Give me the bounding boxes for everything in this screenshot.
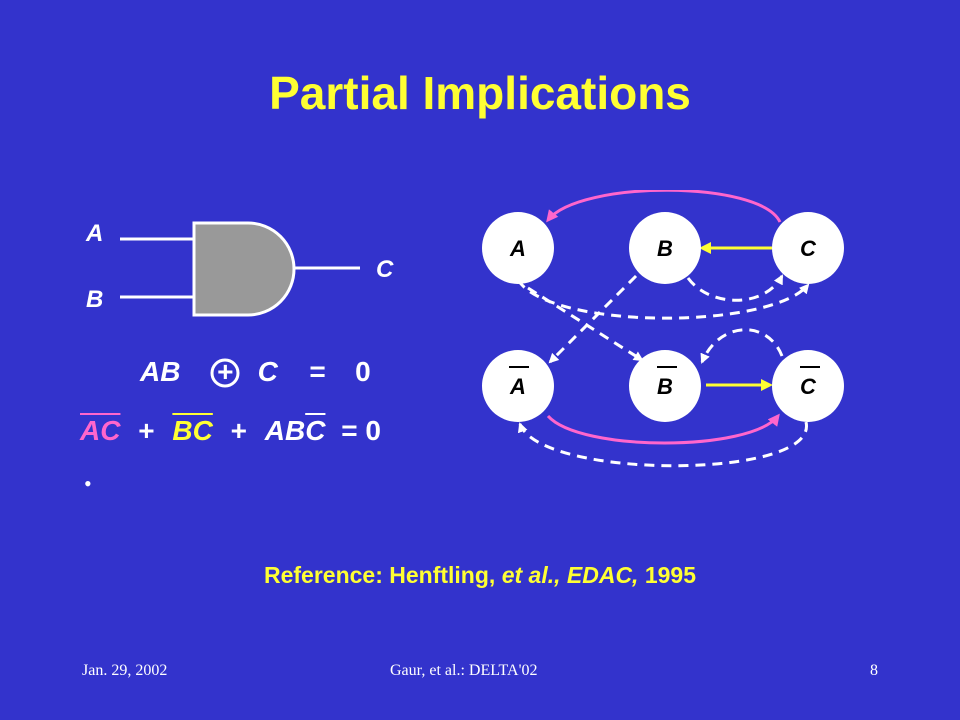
and-gate-body: [192, 221, 296, 317]
edge-b-to-c: [686, 274, 784, 302]
footer-page-number: 8: [870, 662, 878, 679]
edge-cbar-to-abar: [518, 421, 808, 468]
footer-center: Gaur, et al.: DELTA'02: [390, 662, 538, 679]
node-c: C: [772, 212, 844, 284]
edge-a-to-bbar: [527, 286, 644, 362]
eq2-term-abc: ABC: [265, 415, 326, 447]
node-b-bar-label: B: [657, 374, 673, 399]
gate-input-a-label: A: [86, 220, 104, 247]
eq1-equals: =: [309, 356, 326, 387]
circle-icon: [210, 358, 240, 388]
edge-a-to-c: [516, 279, 810, 320]
eq2-plus-1: +: [138, 415, 155, 446]
reference-prefix: Reference: Henftling,: [263, 562, 502, 588]
eq2-term-ac: AC: [80, 415, 121, 446]
eq2-term-ab: AB: [264, 415, 306, 446]
node-a: A: [482, 212, 554, 284]
edge-cbar-to-bbar: [700, 328, 784, 364]
node-b-label: B: [657, 236, 673, 261]
edge-c-to-a: [546, 190, 782, 223]
footer-date: Jan. 29, 2002: [82, 662, 168, 679]
implication-graph: A B C A B C: [482, 190, 844, 468]
node-a-label: A: [509, 236, 526, 261]
node-a-bar: A: [482, 350, 554, 422]
reference-line: Reference: Henftling, et al., EDAC, 1995: [0, 562, 960, 589]
equation-1: AB + C = 0: [140, 356, 371, 388]
gate-output-c-label: C: [376, 256, 394, 283]
eq2-term-c: C: [305, 415, 326, 446]
node-c-bar-label: C: [800, 374, 817, 399]
node-c-label: C: [800, 236, 817, 261]
bullet-point: •: [84, 471, 92, 496]
gate-input-b-label: B: [86, 286, 104, 313]
node-c-bar: C: [772, 350, 844, 422]
node-b: B: [629, 212, 701, 284]
eq1-ab: AB: [140, 356, 181, 387]
node-b-bar: B: [629, 350, 701, 422]
eq2-plus-2: +: [230, 415, 247, 446]
eq1-zero: 0: [355, 356, 371, 387]
eq2-equals-zero: = 0: [341, 415, 381, 446]
eq2-term-bc: BC: [172, 415, 213, 446]
and-gate-diagram: [120, 221, 360, 317]
eq1-c: C: [257, 356, 278, 387]
node-a-bar-label: A: [509, 374, 526, 399]
reference-suffix: 1995: [638, 562, 697, 588]
reference-italic: et al., EDAC,: [501, 562, 639, 588]
edge-abar-to-cbar: [546, 413, 780, 445]
slide-title: Partial Implications: [269, 67, 691, 119]
edge-b-to-abar: [548, 274, 638, 364]
equation-2: AC + BC + ABC = 0: [80, 415, 381, 447]
eq1-xor-symbol: +: [206, 356, 244, 388]
